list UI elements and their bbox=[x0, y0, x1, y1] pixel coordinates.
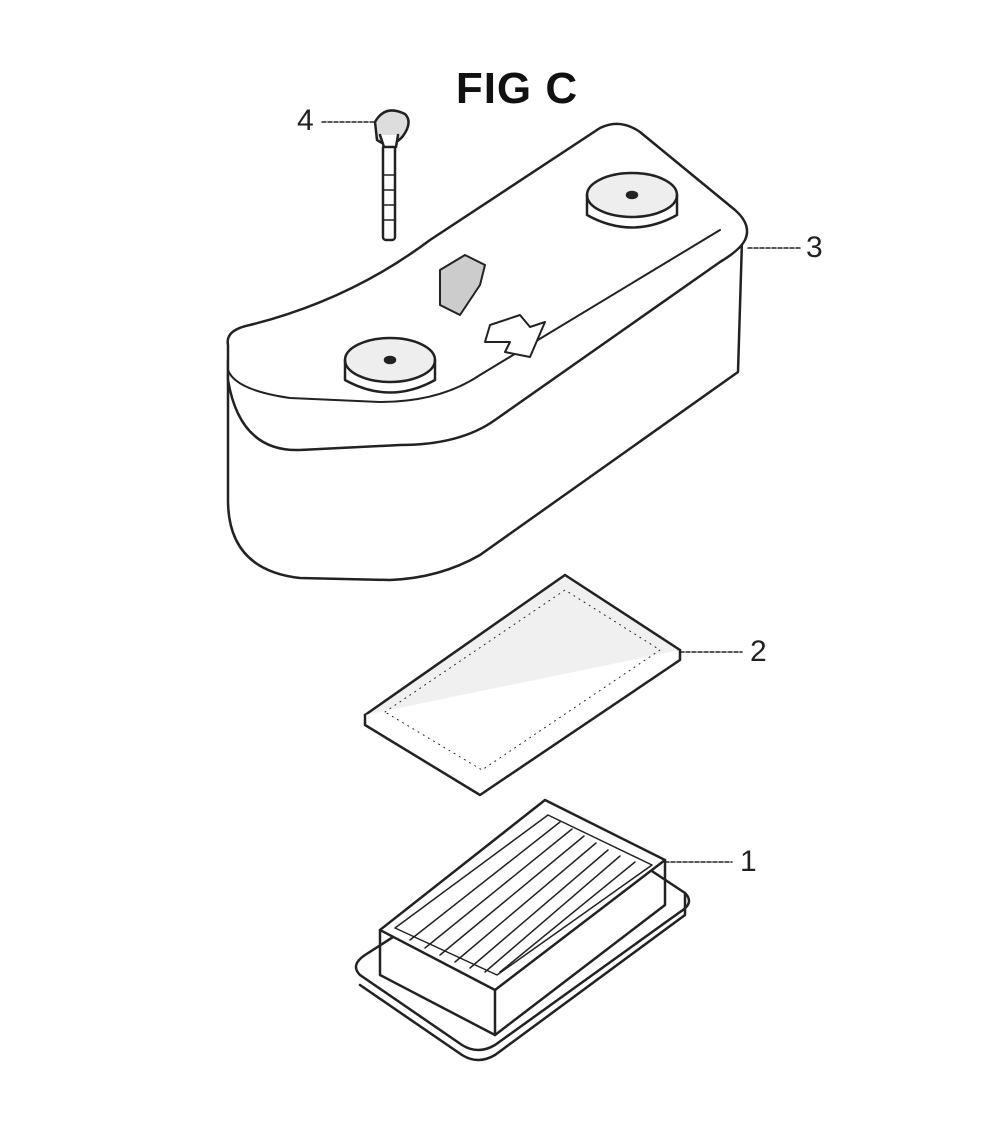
callout-3: 3 bbox=[806, 231, 823, 264]
part-3-air-cleaner-cover bbox=[226, 122, 749, 582]
figure-title: FIG C bbox=[455, 64, 579, 113]
part-2-foam-filter bbox=[363, 573, 682, 797]
callout-4: 4 bbox=[297, 104, 314, 137]
leader-lines bbox=[321, 121, 801, 863]
part-1-paper-filter bbox=[354, 798, 691, 1062]
part-4-wing-bolt bbox=[373, 109, 410, 242]
callout-1: 1 bbox=[740, 845, 757, 878]
callout-2: 2 bbox=[750, 635, 767, 668]
